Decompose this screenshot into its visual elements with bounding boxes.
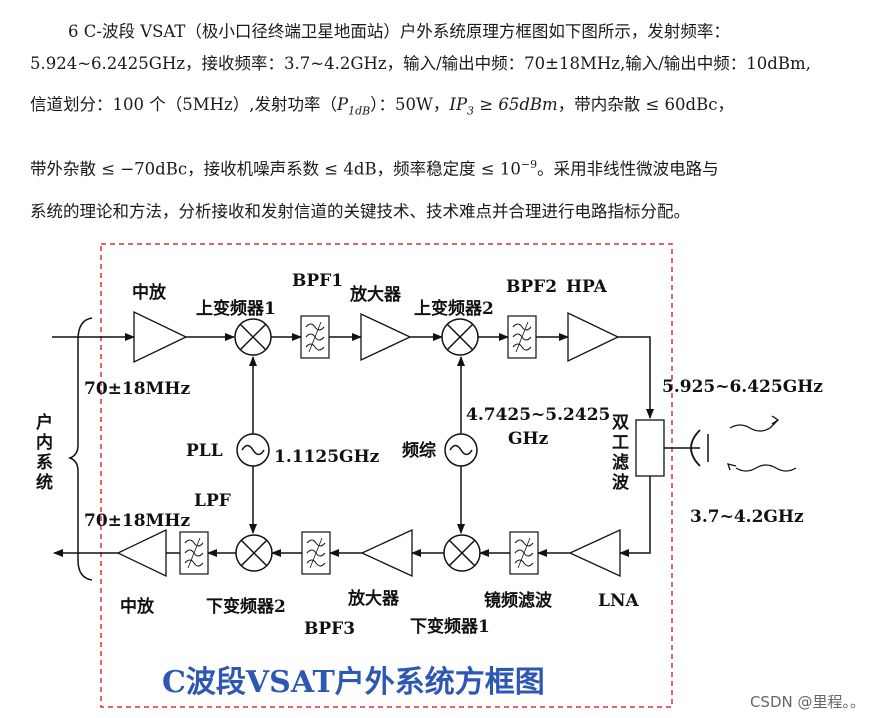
lpf-symbol [179, 531, 209, 575]
label-bpf3: BPF3 [304, 619, 355, 639]
image-filter-symbol [509, 531, 539, 575]
antenna-dish-icon [690, 429, 701, 467]
if-amp-bottom-symbol [116, 528, 167, 578]
label-hpa: HPA [566, 277, 608, 297]
bpf2-symbol [507, 315, 537, 359]
ip3-subscript: 3 [467, 104, 475, 118]
intro-text-2: 5.924~6.2425GHz，接收频率：3.7~4.2GHz，输入/输出中频：… [30, 54, 811, 73]
intro-text-3b: ）：50W， [370, 95, 450, 114]
amp-top-symbol [360, 312, 412, 362]
label-if-out-freq: 70±18MHz [84, 511, 190, 531]
label-rx-freq: 3.7~4.2GHz [690, 507, 804, 527]
synth-oscillator-symbol [444, 433, 478, 467]
label-up-mixer2: 上变频器2 [414, 298, 494, 319]
tx-signal-icon [729, 415, 780, 432]
power-symbol: P [336, 95, 349, 114]
label-synth: 频综 [402, 440, 436, 461]
label-if-in-freq: 70±18MHz [84, 379, 190, 399]
label-pll-freq: 1.1125GHz [274, 447, 380, 467]
label-pll: PLL [186, 441, 223, 461]
label-image-filter: 镜频滤波 [484, 590, 553, 611]
diagram-title: C波段VSAT户外系统方框图 [162, 665, 545, 700]
intro-line-5: 系统的理论和方法，分析接收和发射信道的关键技术、技术难点并合理进行电路指标分配。 [30, 202, 860, 222]
amp-bottom-symbol [360, 528, 413, 578]
rx-signal-icon [727, 463, 797, 472]
intro-text-4a: 带外杂散 ≤ −70dBc，接收机噪声系数 ≤ 4dB，频率稳定度 ≤ 10 [30, 159, 521, 179]
pll-oscillator-symbol [236, 433, 270, 467]
outdoor-boundary [100, 243, 673, 708]
label-up-mixer1: 上变频器1 [196, 298, 276, 319]
label-bpf1: BPF1 [292, 271, 343, 291]
intro-line-4: 带外杂散 ≤ −70dBc，接收机噪声系数 ≤ 4dB，频率稳定度 ≤ 10−9… [30, 155, 860, 180]
hpa-symbol [567, 311, 620, 363]
intro-line-1: 6 C-波段 VSAT（极小口径终端卫星地面站）户外系统原理方框图如下图所示，发… [30, 22, 860, 42]
label-tx-freq: 5.925~6.425GHz [662, 377, 823, 397]
label-amp-bottom: 放大器 [347, 588, 400, 609]
up-mixer2-symbol [441, 318, 479, 356]
stability-exponent: −9 [520, 158, 538, 171]
down-mixer2-symbol [235, 534, 273, 572]
label-if-amp-bottom: 中放 [120, 596, 155, 617]
label-lpf: LPF [194, 491, 231, 511]
label-bpf2: BPF2 [506, 277, 557, 297]
power-subscript: 1dB [348, 104, 371, 118]
label-if-amp-top: 中放 [132, 282, 167, 303]
bpf1-symbol [300, 315, 330, 359]
ip3-symbol: IP [449, 95, 468, 114]
label-indoor-4: 统 [36, 472, 53, 493]
watermark: CSDN @里程。。 [749, 693, 865, 711]
up-mixer1-symbol [234, 318, 272, 356]
intro-text-3d: ，带内杂散 ≤ 60dBc， [557, 95, 734, 114]
ip3-value: ≥ 65dBm [474, 95, 558, 114]
duplexer-box [635, 419, 665, 477]
label-duplexer-2: 工 [612, 433, 629, 453]
label-duplexer-1: 双 [612, 413, 629, 433]
label-duplexer-4: 波 [612, 472, 630, 493]
label-down-mixer2: 下变频器2 [206, 596, 286, 617]
if-amp-top-symbol [133, 310, 188, 364]
label-down-mixer1: 下变频器1 [410, 616, 490, 637]
lna-symbol [568, 528, 621, 578]
intro-text-5: 系统的理论和方法，分析接收和发射信道的关键技术、技术难点并合理进行电路指标分配。 [30, 202, 690, 221]
intro-text-1: 6 C-波段 VSAT（极小口径终端卫星地面站）户外系统原理方框图如下图所示，发… [68, 22, 730, 41]
label-lna: LNA [598, 591, 639, 611]
line-duplexer-lna [619, 476, 651, 557]
label-synth-freq-2: GHz [508, 429, 549, 449]
down-mixer1-symbol [443, 534, 481, 572]
label-amp-top: 放大器 [349, 284, 402, 305]
intro-line-2: 5.924~6.2425GHz，接收频率：3.7~4.2GHz，输入/输出中频：… [30, 54, 860, 74]
bpf3-symbol [301, 531, 331, 575]
label-synth-freq-1: 4.7425~5.2425 [466, 405, 610, 425]
label-indoor-2: 内 [36, 432, 53, 453]
label-duplexer-3: 滤 [612, 452, 629, 473]
intro-text-4b: 。采用非线性微波电路与 [537, 159, 719, 179]
indoor-brace [67, 317, 93, 581]
line-hpa-duplexer [618, 336, 654, 419]
intro-line-3: 信道划分：100 个（5MHz）,发射功率（P1dB）：50W，IP3 ≥ 65… [30, 95, 860, 121]
label-indoor-1: 户 [36, 412, 53, 433]
intro-text-3a: 信道划分：100 个（5MHz）,发射功率（ [30, 95, 337, 114]
label-indoor-3: 系 [36, 453, 53, 473]
